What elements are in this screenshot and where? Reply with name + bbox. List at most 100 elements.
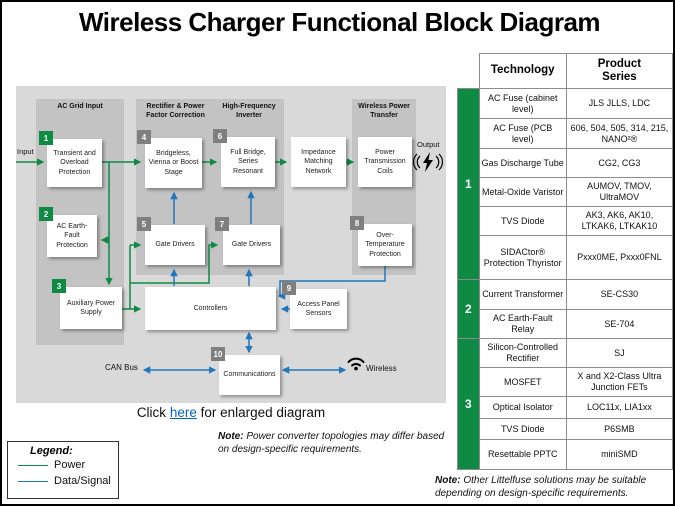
- block-label: Communications: [223, 371, 276, 379]
- technology-cell: Metal-Oxide Varistor: [478, 177, 567, 207]
- series-cell: CG2, CG3: [565, 148, 673, 178]
- block-gate-drivers-2: Gate Drivers: [223, 225, 280, 265]
- input-label: Input: [17, 147, 34, 156]
- table-note: Note: Other Littelfuse solutions may be …: [435, 474, 673, 500]
- technology-cell: AC Fuse (cabinet level): [478, 88, 567, 119]
- block-access-panel-sensors: Access Panel Sensors: [290, 289, 347, 329]
- series-cell: AK3, AK6, AK10, LTKAK6, LTKAK10: [565, 206, 673, 236]
- section-label: Rectifier & Power Factor Correction: [146, 103, 205, 119]
- caption-text: for enlarged diagram: [196, 405, 326, 420]
- block-number-badge: 5: [137, 217, 151, 231]
- enlarged-diagram-caption: Click here for enlarged diagram: [16, 405, 446, 420]
- corner-cell: [457, 53, 480, 89]
- block-number-badge: 1: [39, 131, 53, 145]
- block-full-bridge-series-resonant: Full Bridge, Series Resonant: [221, 137, 275, 187]
- block-auxiliary-power-supply: Auxiliary Power Supply: [60, 287, 122, 329]
- series-cell: AUMOV, TMOV, UltraMOV: [565, 177, 673, 207]
- block-label: Gate Drivers: [231, 241, 272, 249]
- series-cell: X and X2-Class Ultra Junction FETs: [565, 367, 673, 397]
- block-label: Power Transmission Coils: [364, 149, 406, 175]
- note-text: Other Littelfuse solutions may be suitab…: [435, 475, 647, 499]
- table-row: 3 Silicon-Controlled Rectifier SJ: [457, 338, 673, 470]
- technology-cell: AC Earth-Fault Relay: [478, 309, 567, 339]
- block-over-temperature-protection: Over-Temperature Protection: [358, 224, 412, 266]
- table-row: SIDACtor® Protection Thyristor Pxxx0ME, …: [458, 235, 673, 280]
- section-label: Wireless Power Transfer: [358, 103, 410, 119]
- group-number-cell: 2: [457, 279, 480, 339]
- technology-cell: Current Transformer: [478, 279, 567, 310]
- block-number-badge: 2: [39, 207, 53, 221]
- technology-cell: TVS Diode: [478, 418, 567, 440]
- table-row: AC Earth-Fault Relay SE-704: [458, 309, 673, 339]
- lightning-bolt-icon: [413, 152, 443, 172]
- diagram-note: Note: Power converter topologies may dif…: [218, 430, 456, 456]
- block-controllers: Controllers: [145, 287, 276, 330]
- series-cell: 606, 504, 505, 314, 215, NANO²®: [565, 118, 673, 149]
- table-row: 2 Current Transformer SE-CS30: [457, 279, 673, 339]
- technology-cell: SIDACtor® Protection Thyristor: [478, 235, 567, 280]
- technology-cell: Silicon-Controlled Rectifier: [478, 338, 567, 368]
- block-gate-drivers-1: Gate Drivers: [145, 225, 205, 265]
- technology-cell: Optical Isolator: [478, 396, 567, 419]
- series-cell: LOC11x, LIA1xx: [565, 396, 673, 419]
- product-table: Technology Product Series 1 AC Fuse (cab…: [457, 53, 673, 470]
- block-communications: Communications: [219, 355, 280, 395]
- note-label: Note:: [435, 475, 461, 486]
- series-cell: SE-CS30: [565, 279, 673, 310]
- legend-title: Legend:: [30, 445, 73, 457]
- table-header-row: Technology Product Series: [457, 53, 673, 89]
- legend-box: Legend: Power Data/Signal: [7, 441, 119, 499]
- block-bridgeless-vienna-boost: Bridgeless, Vienna or Boost Stage: [145, 138, 202, 188]
- block-number-badge: 4: [137, 130, 151, 144]
- table-row: Optical Isolator LOC11x, LIA1xx: [458, 396, 673, 419]
- table-row: 1 AC Fuse (cabinet level) JLS JLLS, LDC: [457, 88, 673, 280]
- series-cell: SJ: [565, 338, 673, 368]
- block-label: Bridgeless, Vienna or Boost Stage: [148, 150, 199, 176]
- legend-item-data-signal: Data/Signal: [18, 473, 118, 489]
- block-label: Gate Drivers: [155, 241, 195, 249]
- block-ac-earth-fault-protection: AC Earth-Fault Protection: [47, 215, 97, 257]
- legend-item-label: Power: [54, 459, 86, 471]
- table-row: Gas Discharge Tube CG2, CG3: [458, 148, 673, 178]
- legend-item-label: Data/Signal: [54, 475, 111, 487]
- wireless-label: Wireless: [366, 364, 397, 373]
- output-label: Output: [417, 140, 440, 149]
- legend-item-power: Power: [18, 457, 118, 473]
- page-title: Wireless Charger Functional Block Diagra…: [78, 7, 601, 37]
- block-label: Full Bridge, Series Resonant: [230, 149, 266, 175]
- technology-cell: MOSFET: [478, 367, 567, 397]
- group-number-cell: 1: [457, 88, 480, 280]
- block-transient-overload-protection: Transient and Overload Protection: [47, 139, 102, 187]
- series-cell: miniSMD: [565, 439, 673, 470]
- wifi-icon: [347, 357, 365, 371]
- block-label: Over-Temperature Protection: [365, 232, 405, 258]
- technology-cell: AC Fuse (PCB level): [478, 118, 567, 149]
- block-number-badge: 7: [215, 217, 229, 231]
- block-number-badge: 3: [52, 279, 66, 293]
- data-signal-line-swatch: [18, 480, 48, 482]
- table-row: TVS Diode P6SMB: [458, 418, 673, 440]
- table-row: Metal-Oxide Varistor AUMOV, TMOV, UltraM…: [458, 177, 673, 207]
- series-cell: P6SMB: [565, 418, 673, 440]
- group-number-cell: 3: [457, 338, 480, 470]
- series-cell: JLS JLLS, LDC: [565, 88, 673, 119]
- series-cell: Pxxx0ME, Pxxx0FNL: [565, 235, 673, 280]
- block-number-badge: 10: [211, 347, 225, 361]
- caption-text: Click: [136, 405, 170, 420]
- note-text: Power converter topologies may differ ba…: [218, 431, 445, 455]
- table-row: MOSFET X and X2-Class Ultra Junction FET…: [458, 367, 673, 397]
- table-row: TVS Diode AK3, AK6, AK10, LTKAK6, LTKAK1…: [458, 206, 673, 236]
- technology-header: Technology: [478, 53, 567, 89]
- series-cell: SE-704: [565, 309, 673, 339]
- section-label: AC Grid Input: [57, 103, 103, 110]
- can-bus-label: CAN Bus: [105, 363, 138, 372]
- technology-cell: Resettable PPTC: [478, 439, 567, 470]
- table-row: Resettable PPTC miniSMD: [458, 439, 673, 470]
- block-power-transmission-coils: Power Transmission Coils: [358, 137, 412, 187]
- technology-cell: TVS Diode: [478, 206, 567, 236]
- enlarged-diagram-link[interactable]: here: [169, 405, 197, 420]
- block-label: Impedance Matching Network: [301, 149, 336, 175]
- block-number-badge: 9: [282, 281, 296, 295]
- block-label: Controllers: [193, 304, 228, 312]
